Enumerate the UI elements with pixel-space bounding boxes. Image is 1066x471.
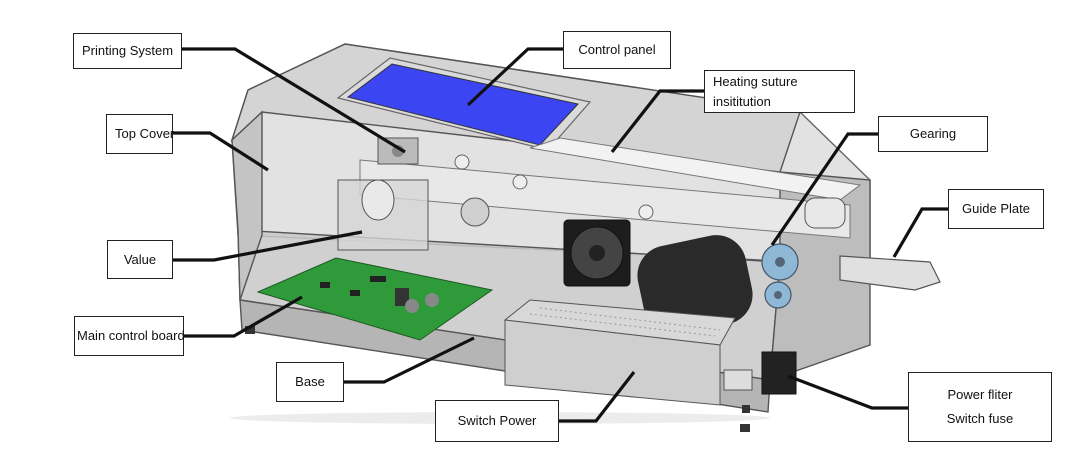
label-control-panel: Control panel	[563, 31, 671, 69]
label-text: Guide Plate	[962, 201, 1030, 216]
label-text-line1: Heating suture	[713, 73, 798, 89]
leader-value	[173, 230, 363, 262]
leader-switch-power	[559, 371, 636, 423]
valve-cylinder	[361, 179, 395, 221]
label-guide-plate: Guide Plate	[948, 189, 1044, 229]
label-text: Base	[295, 374, 325, 389]
label-main-control-board: Main control board	[74, 316, 185, 356]
leader-top-cover	[173, 131, 269, 172]
pulley	[460, 197, 490, 227]
roller	[512, 174, 528, 190]
leader-power-filter	[787, 374, 908, 410]
control-panel-display	[336, 57, 592, 151]
label-text: Value	[123, 251, 157, 267]
label-text-line2: Switch fuse	[946, 411, 1014, 426]
label-text: Gearing	[909, 126, 957, 141]
heating-strip	[529, 137, 862, 201]
leader-heating	[610, 89, 704, 153]
main-control-board-graphic	[256, 257, 494, 341]
label-text-line2: insititution	[713, 93, 771, 109]
label-text: Printing System	[82, 43, 174, 58]
label-heating-suture-institution: Heating suture insititution	[704, 70, 855, 113]
foot	[742, 405, 750, 413]
power-filter-module	[761, 351, 797, 395]
label-text: Switch Power	[457, 413, 537, 428]
gearing-assembly	[761, 197, 846, 309]
motor	[637, 235, 753, 335]
leader-guide-plate	[892, 207, 948, 258]
leader-printing-system	[182, 47, 406, 154]
label-text: Main control board	[77, 328, 185, 343]
display-screen	[346, 63, 579, 146]
roller	[638, 204, 654, 220]
leader-control-panel	[466, 47, 563, 107]
foot	[245, 326, 255, 334]
label-value: Value	[107, 240, 173, 279]
fuse-holder	[723, 369, 753, 391]
switch-power-unit	[503, 299, 736, 406]
label-text: Control panel	[578, 42, 656, 57]
leader-main-board	[184, 295, 303, 338]
cooling-fan	[563, 219, 631, 287]
label-top-cover: Top Cover	[106, 114, 175, 154]
leader-gearing	[770, 132, 878, 246]
label-gearing: Gearing	[878, 116, 988, 152]
label-text-line1: Power fliter	[947, 387, 1013, 402]
guide-plate	[839, 255, 941, 291]
label-printing-system: Printing System	[73, 33, 182, 69]
foot	[740, 424, 750, 432]
label-power-filter-switch-fuse: Power fliter Switch fuse	[908, 372, 1052, 442]
roller	[454, 154, 470, 170]
label-switch-power: Switch Power	[435, 400, 559, 442]
leader-lines	[173, 47, 948, 423]
label-text: Top Cover	[115, 126, 175, 141]
leader-base	[344, 336, 475, 384]
label-base: Base	[276, 362, 344, 402]
